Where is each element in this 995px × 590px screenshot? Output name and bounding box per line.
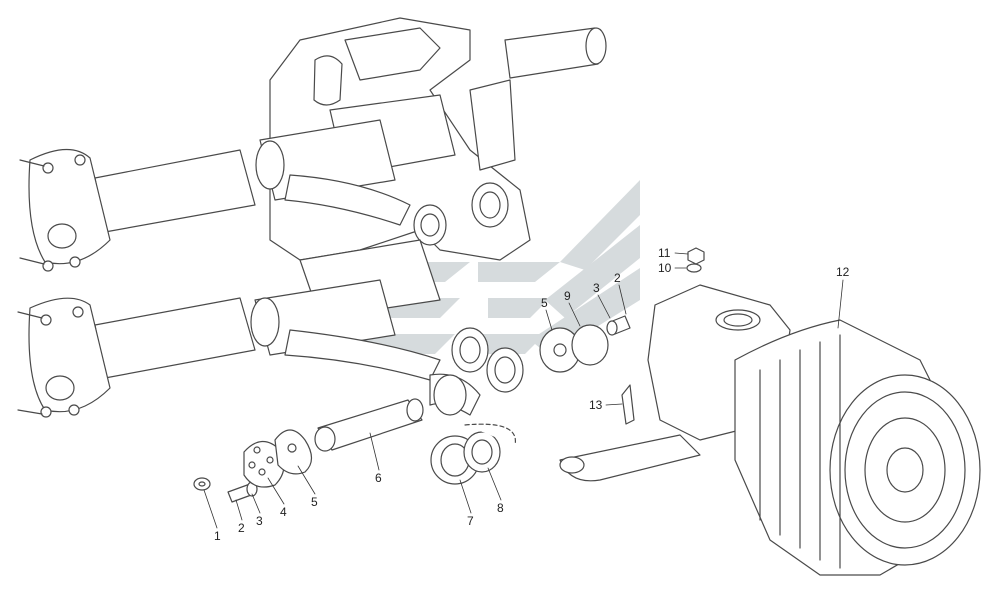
part-5-9-gaskets xyxy=(539,324,609,373)
callout-5-right: 5 xyxy=(541,296,548,310)
callout-13: 13 xyxy=(589,398,603,412)
callout-10: 10 xyxy=(658,261,672,275)
part-2-bolt xyxy=(227,481,258,503)
part-13-pin xyxy=(621,384,635,425)
callout-8: 8 xyxy=(497,501,504,515)
callout-2-right: 2 xyxy=(614,271,621,285)
part-12-hub-housing xyxy=(559,284,981,576)
callout-4: 4 xyxy=(280,505,287,519)
callout-1: 1 xyxy=(214,529,221,543)
callout-6: 6 xyxy=(375,471,382,485)
part-7-8-seals xyxy=(430,423,516,485)
callout-3-right: 3 xyxy=(593,281,600,295)
upper-axle xyxy=(19,27,607,272)
callout-11: 11 xyxy=(658,246,671,260)
callout-7: 7 xyxy=(467,514,474,528)
part-6-pin xyxy=(314,398,424,452)
callout-5: 5 xyxy=(311,495,318,509)
part-2-3-bolt-right xyxy=(606,315,631,336)
lower-axle xyxy=(17,297,256,418)
callout-12: 12 xyxy=(836,265,850,279)
callout-2: 2 xyxy=(238,521,245,535)
part-4-flange xyxy=(243,440,285,488)
part-10-11-nut xyxy=(686,247,705,273)
center-bracket xyxy=(250,17,531,416)
leader-lines xyxy=(203,252,844,529)
part-5-gasket xyxy=(274,429,313,475)
callout-3: 3 xyxy=(256,514,263,528)
callout-labels: 1 2 3 4 5 6 7 8 5 9 3 2 11 10 12 13 xyxy=(214,246,850,543)
callout-9: 9 xyxy=(564,289,571,303)
part-1-washer xyxy=(193,477,211,491)
